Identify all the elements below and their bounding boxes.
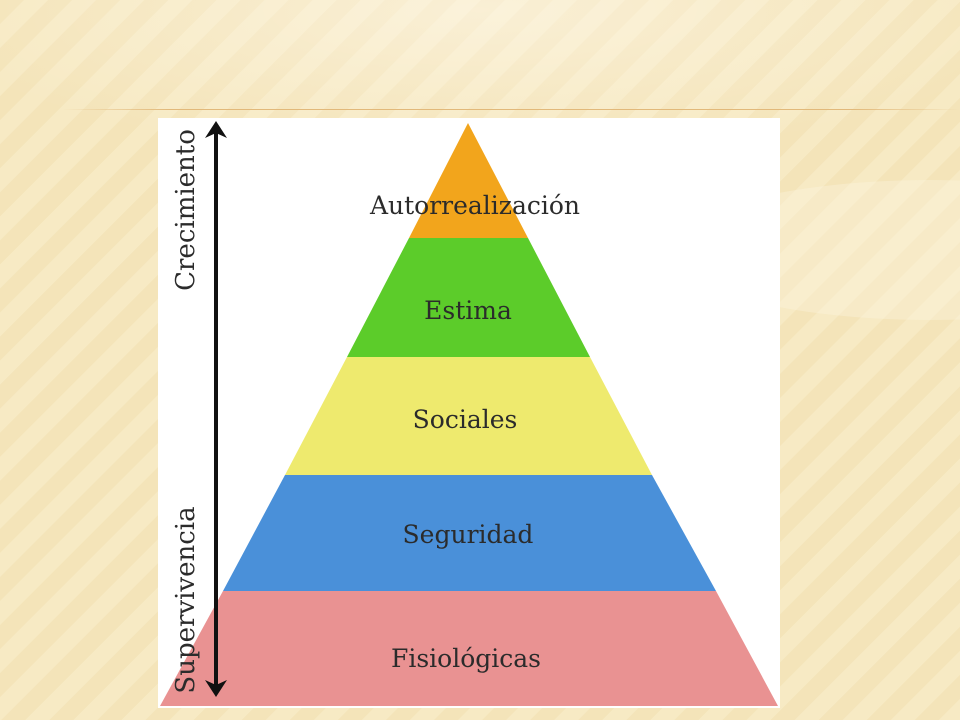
axis-label-supervivencia: Supervivencia [171,506,201,693]
arrow-down-icon [205,680,227,697]
pyramid-level-seguridad [223,475,716,591]
label-estima: Estima [424,296,512,325]
label-seguridad: Seguridad [403,520,534,549]
pyramid-level-estima [347,238,590,357]
label-fisiologicas: Fisiológicas [391,644,541,673]
arrow-up-icon [205,121,227,138]
pyramid-labels: Autorrealización Estima Sociales Segurid… [369,191,580,673]
growth-survival-axis: Crecimiento Supervivencia [171,121,227,697]
label-autorrealizacion: Autorrealización [369,191,580,220]
maslow-pyramid: Autorrealización Estima Sociales Segurid… [160,121,778,706]
pyramid-diagram-panel: Autorrealización Estima Sociales Segurid… [158,118,780,708]
header-divider [62,109,960,110]
pyramid-level-sociales [285,357,652,475]
label-sociales: Sociales [413,405,518,434]
pyramid-level-fisiologicas [160,591,778,706]
pyramid-level-autorrealizacion [409,123,528,238]
axis-label-crecimiento: Crecimiento [171,129,201,291]
pyramid-layers [160,123,778,706]
